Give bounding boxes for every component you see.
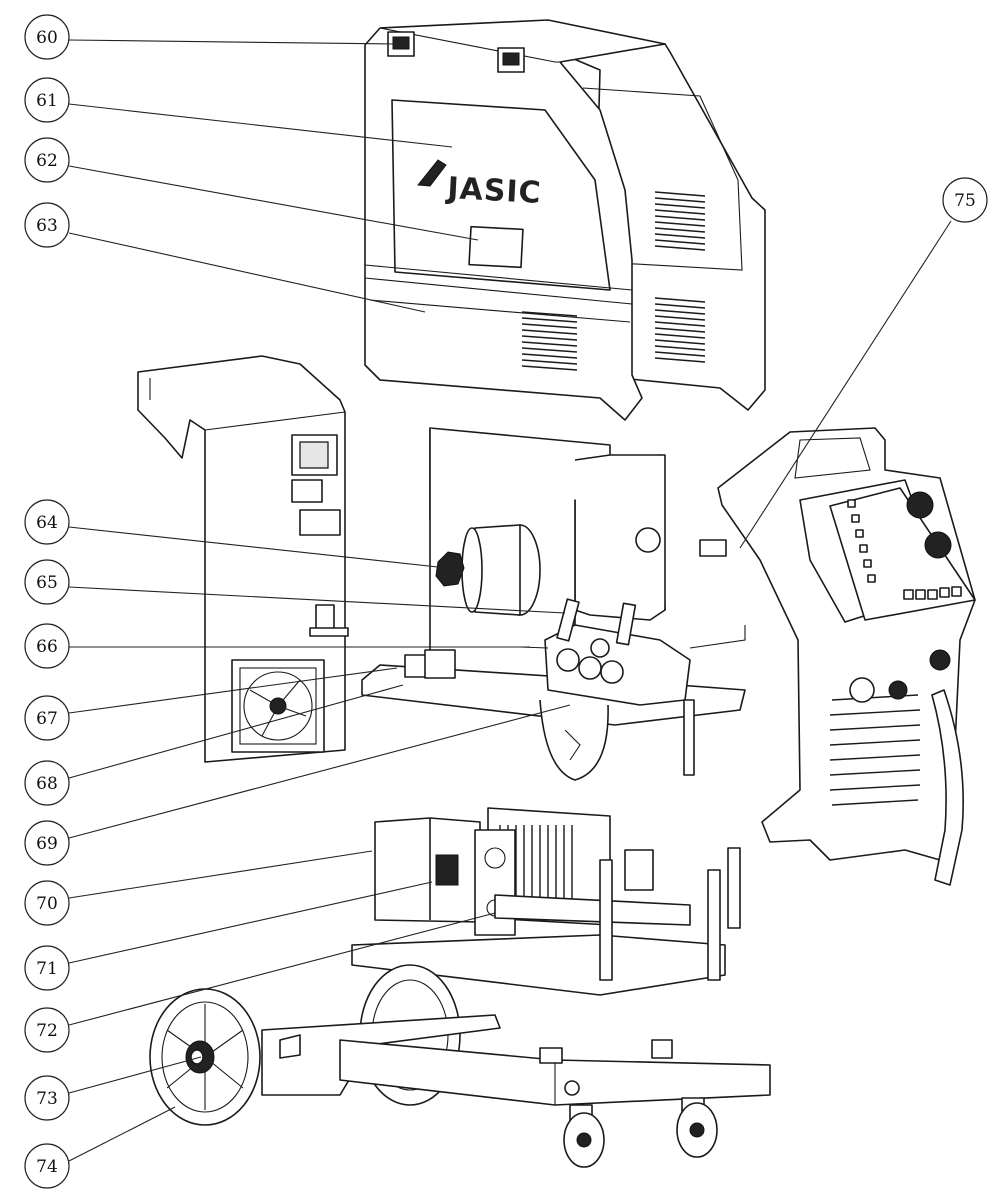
callout-65-label: 65 xyxy=(36,573,58,593)
callout-64-leader xyxy=(68,526,448,569)
callout-60: 60 xyxy=(24,14,396,60)
callout-65: 65 xyxy=(24,559,566,614)
callout-layer: 60 61 62 63 75 64 65 66 67 68 69 70 71 72 73 74 xyxy=(24,14,988,1189)
callout-72-balloon xyxy=(24,1007,70,1053)
callout-60-balloon xyxy=(24,14,70,60)
callout-70-balloon xyxy=(24,880,70,926)
callout-65-balloon xyxy=(24,559,70,605)
callout-63-balloon xyxy=(24,202,70,248)
callout-68-leader xyxy=(68,684,404,779)
callout-70-label: 70 xyxy=(36,894,58,914)
callout-71-leader xyxy=(68,881,433,964)
callout-63-label: 63 xyxy=(36,216,58,236)
rear-panel xyxy=(137,355,349,763)
callout-69: 69 xyxy=(24,704,571,866)
callout-71-label: 71 xyxy=(36,959,58,979)
callout-72-label: 72 xyxy=(36,1021,58,1041)
callout-66: 66 xyxy=(24,623,530,669)
callout-68-balloon xyxy=(24,760,70,806)
callout-73: 73 xyxy=(24,1056,202,1121)
callout-64: 64 xyxy=(24,499,448,569)
callout-64-label: 64 xyxy=(36,513,58,533)
top-casing: JASIC xyxy=(364,19,766,421)
brand-logo: JASIC xyxy=(445,171,543,211)
callout-66-label: 66 xyxy=(36,637,58,657)
power-module xyxy=(351,807,741,996)
callout-74-balloon xyxy=(24,1143,70,1189)
callout-66-balloon xyxy=(24,623,70,669)
callout-62-label: 62 xyxy=(36,151,58,171)
callout-64-balloon xyxy=(24,499,70,545)
callout-71: 71 xyxy=(24,881,433,991)
callout-75-leader xyxy=(739,220,952,549)
trolley xyxy=(149,964,771,1168)
callout-62-balloon xyxy=(24,137,70,183)
front-control-panel xyxy=(699,427,976,886)
callout-67-balloon xyxy=(24,695,70,741)
callout-72-leader xyxy=(68,912,496,1026)
callout-73-balloon xyxy=(24,1075,70,1121)
callout-60-leader xyxy=(68,39,396,45)
wire-feed-chassis xyxy=(361,427,746,781)
callout-62-leader xyxy=(68,165,479,241)
callout-69-balloon xyxy=(24,820,70,866)
callout-74-label: 74 xyxy=(36,1157,58,1177)
callout-61-balloon xyxy=(24,77,70,123)
callout-75-label: 75 xyxy=(954,191,976,211)
callout-67-label: 67 xyxy=(36,709,58,729)
callout-74-leader xyxy=(68,1106,176,1162)
callout-61-leader xyxy=(68,103,453,148)
callout-71-balloon xyxy=(24,945,70,991)
callout-70-leader xyxy=(68,850,373,899)
callout-70: 70 xyxy=(24,850,373,926)
callout-75-balloon xyxy=(942,177,988,223)
callout-69-leader xyxy=(68,704,571,839)
callout-60-label: 60 xyxy=(36,28,58,48)
callout-61: 61 xyxy=(24,77,453,148)
callout-62: 62 xyxy=(24,137,479,241)
callout-68: 68 xyxy=(24,684,404,806)
callout-67-leader xyxy=(68,667,398,714)
callout-74: 74 xyxy=(24,1106,176,1189)
callout-65-leader xyxy=(68,586,566,614)
callout-73-label: 73 xyxy=(36,1089,58,1109)
callout-69-label: 69 xyxy=(36,834,58,854)
callout-68-label: 68 xyxy=(36,774,58,794)
callout-63-leader xyxy=(68,232,426,313)
callout-67: 67 xyxy=(24,667,398,741)
callout-72: 72 xyxy=(24,912,496,1053)
callout-75: 75 xyxy=(739,177,988,549)
callout-63: 63 xyxy=(24,202,426,313)
callout-61-label: 61 xyxy=(36,91,58,111)
callout-73-leader xyxy=(68,1056,202,1094)
